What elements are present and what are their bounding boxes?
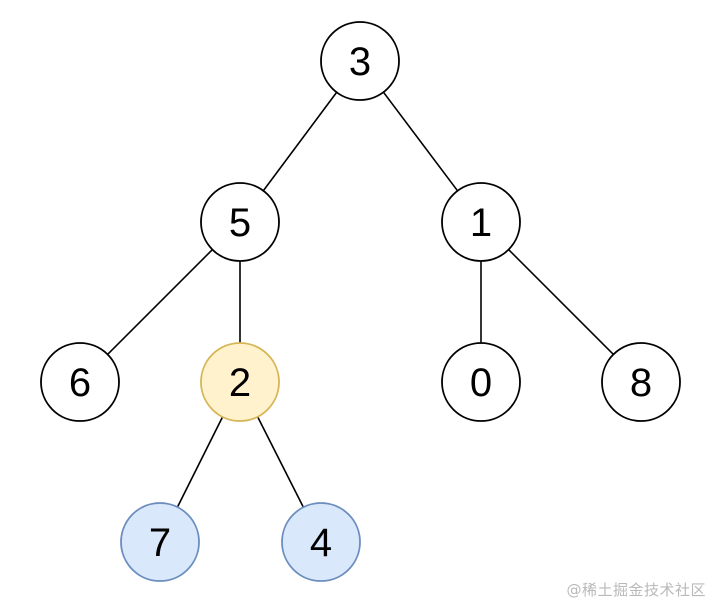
tree-node-label: 8: [630, 361, 652, 405]
tree-edges: [107, 91, 614, 508]
tree-node: 3: [320, 21, 400, 101]
tree-node: 1: [441, 182, 521, 262]
watermark: @稀土掘金技术社区: [566, 581, 706, 599]
tree-node-label: 2: [229, 361, 251, 405]
tree-node: 6: [40, 342, 120, 422]
tree-edge: [176, 416, 224, 508]
tree-node-label: 4: [310, 521, 332, 565]
tree-node: 5: [200, 182, 280, 262]
tree-node-label: 0: [470, 361, 492, 405]
tree-node-circle: [441, 182, 521, 262]
tree-node: 7: [120, 502, 200, 582]
tree-node-label: 5: [229, 201, 251, 245]
tree-nodes: 3 5 1 6 2 0 8 7 4: [40, 21, 681, 582]
tree-node-circle: [200, 342, 280, 422]
tree-node-label: 3: [349, 40, 371, 84]
tree-node-label: 1: [470, 201, 492, 245]
tree-node-circle: [601, 342, 681, 422]
tree-node-circle: [320, 21, 400, 101]
tree-node: 8: [601, 342, 681, 422]
tree-node-circle: [200, 182, 280, 262]
tree-node-circle: [40, 342, 120, 422]
tree-node-circle: [281, 502, 361, 582]
tree-edge: [262, 91, 338, 192]
tree-node: 2: [200, 342, 280, 422]
tree-node-circle: [441, 342, 521, 422]
tree-edge: [508, 249, 614, 355]
tree-node: 4: [281, 502, 361, 582]
tree-node-label: 6: [69, 361, 91, 405]
tree-node: 0: [441, 342, 521, 422]
tree-edge: [256, 416, 305, 508]
tree-edge: [382, 91, 459, 192]
tree-node-label: 7: [149, 521, 171, 565]
tree-node-circle: [120, 502, 200, 582]
tree-edge: [107, 249, 213, 355]
